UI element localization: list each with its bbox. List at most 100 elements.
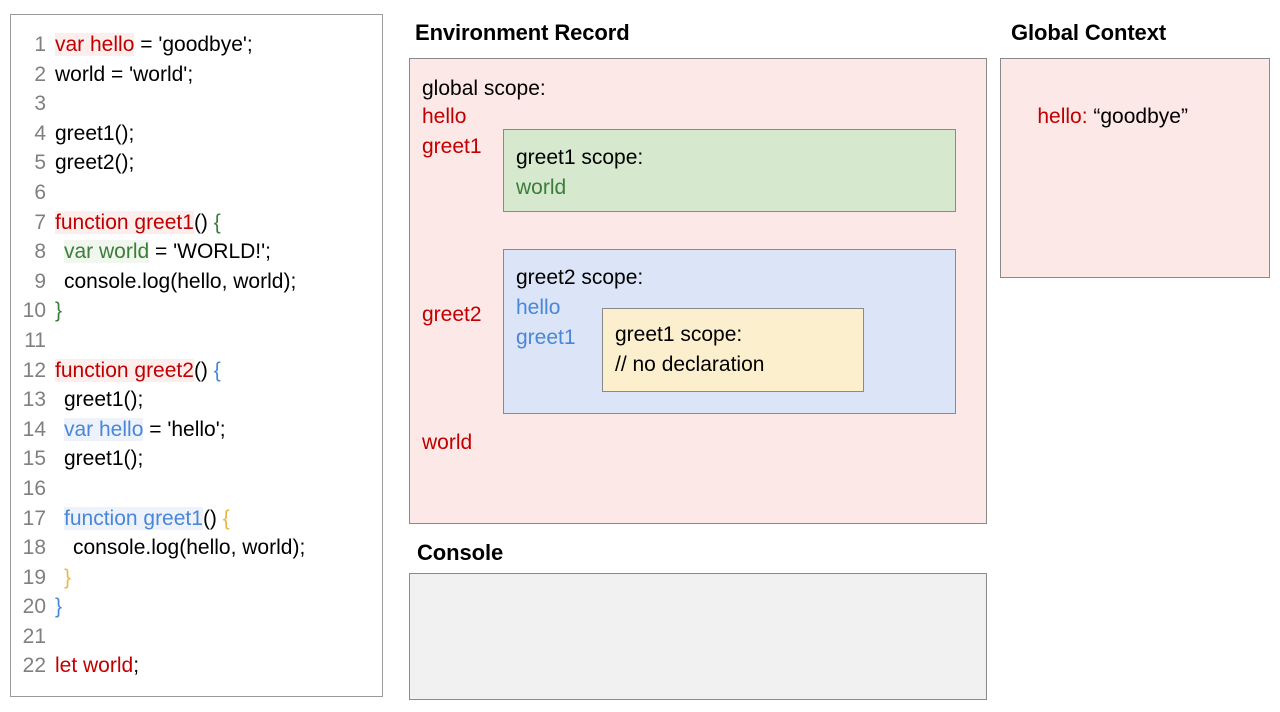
- greet1-nested-scope-heading: greet1 scope:: [615, 323, 743, 346]
- code-line-number: 8: [34, 240, 46, 264]
- code-line-text: }: [55, 592, 62, 622]
- code-line[interactable]: 16: [11, 474, 382, 504]
- global-binding-world: world: [422, 431, 473, 454]
- global-context-entry-value: “goodbye”: [1087, 105, 1188, 128]
- code-token: var hello: [55, 33, 135, 56]
- code-token: function greet1: [55, 210, 194, 234]
- code-line[interactable]: 20}: [11, 592, 382, 622]
- code-token: var hello: [64, 417, 144, 441]
- greet1-binding-world: world: [516, 176, 567, 199]
- code-line-text: var hello = 'hello';: [55, 415, 226, 445]
- greet2-binding-hello: hello: [516, 296, 561, 319]
- code-line[interactable]: 14 var hello = 'hello';: [11, 415, 382, 445]
- code-line-text: greet2();: [55, 148, 134, 178]
- code-line[interactable]: 8 var world = 'WORLD!';: [11, 237, 382, 267]
- code-line[interactable]: 5 greet2();: [11, 148, 382, 178]
- code-line-number: 12: [22, 358, 46, 382]
- code-token: greet1();: [64, 447, 144, 471]
- code-token: function greet1: [64, 506, 203, 530]
- greet1-scope-box: greet1 scope: world: [503, 129, 956, 212]
- code-token: greet2();: [55, 151, 135, 175]
- code-token: (): [193, 210, 214, 234]
- code-line-number: 3: [34, 92, 46, 116]
- code-line[interactable]: 2 world = 'world';: [11, 60, 382, 90]
- global-scope-heading: global scope:: [422, 77, 546, 100]
- code-line-number: 7: [34, 210, 46, 234]
- code-token: {: [222, 506, 230, 530]
- greet1-nested-scope-note: // no declaration: [615, 353, 765, 376]
- code-token: {: [213, 358, 221, 382]
- code-line-text: }: [55, 563, 71, 593]
- code-line-number: 6: [34, 180, 46, 204]
- code-line-number: 4: [34, 121, 46, 145]
- environment-record-box: global scope: hello greet1 greet2 world …: [409, 58, 987, 524]
- code-token: }: [55, 299, 63, 323]
- code-token: var world: [64, 240, 150, 264]
- code-line-text: greet1();: [55, 385, 143, 415]
- code-line-text: console.log(hello, world);: [55, 533, 305, 563]
- code-line[interactable]: 9 console.log(hello, world);: [11, 267, 382, 297]
- code-token: world = 'world';: [55, 62, 194, 86]
- console-title: Console: [417, 540, 504, 565]
- code-line[interactable]: 7 function greet1() {: [11, 208, 382, 238]
- greet1-nested-scope-box: greet1 scope: // no declaration: [602, 308, 864, 392]
- code-token: }: [55, 595, 63, 619]
- code-line-text: }: [55, 296, 62, 326]
- greet2-scope-box: greet2 scope: hello greet1 greet1 scope:…: [503, 249, 956, 414]
- code-token: = 'goodbye';: [134, 33, 253, 56]
- greet2-binding-greet1: greet1: [516, 326, 576, 349]
- code-line-text: greet1();: [55, 119, 134, 149]
- code-line-number: 9: [34, 269, 46, 293]
- greet1-scope-heading: greet1 scope:: [516, 146, 644, 169]
- code-line[interactable]: 3: [11, 89, 382, 119]
- code-line-text: function greet1() {: [55, 504, 230, 534]
- code-line[interactable]: 17 function greet1() {: [11, 504, 382, 534]
- code-line-number: 2: [34, 62, 46, 86]
- code-line-number: 20: [22, 595, 46, 619]
- code-token: console.log(hello, world);: [64, 269, 297, 293]
- code-token: }: [64, 565, 72, 589]
- code-token: function greet2: [55, 358, 194, 382]
- global-context-box: hello: “goodbye”: [1000, 58, 1270, 278]
- code-line[interactable]: 19}: [11, 563, 382, 593]
- code-line[interactable]: 11: [11, 326, 382, 356]
- code-line-text: let world;: [55, 651, 139, 681]
- code-line[interactable]: 12 function greet2() {: [11, 356, 382, 386]
- code-token: console.log(hello, world);: [73, 536, 306, 560]
- code-line-number: 14: [22, 417, 46, 441]
- code-line[interactable]: 4 greet1();: [11, 119, 382, 149]
- code-line-number: 17: [22, 506, 46, 530]
- code-token: (): [202, 506, 223, 530]
- code-token: = 'WORLD!';: [149, 240, 271, 264]
- code-line-number: 22: [22, 654, 46, 678]
- code-line-text: console.log(hello, world);: [55, 267, 296, 297]
- code-token: (): [193, 358, 214, 382]
- console-output-box[interactable]: [409, 573, 987, 700]
- code-line-text: function greet2() {: [55, 356, 221, 386]
- code-line[interactable]: 6: [11, 178, 382, 208]
- global-context-entry: hello: “goodbye”: [1014, 75, 1188, 159]
- global-binding-greet1: greet1: [422, 135, 482, 158]
- code-line-text: function greet1() {: [55, 208, 221, 238]
- code-line[interactable]: 21: [11, 622, 382, 652]
- code-line-number: 10: [22, 299, 46, 323]
- code-token: = 'hello';: [143, 417, 226, 441]
- code-line-text: var world = 'WORLD!';: [55, 237, 271, 267]
- code-line[interactable]: 22 let world;: [11, 651, 382, 681]
- code-line[interactable]: 10}: [11, 296, 382, 326]
- code-line-number: 5: [34, 151, 46, 175]
- code-token: greet1();: [64, 388, 144, 412]
- global-binding-greet2: greet2: [422, 303, 482, 326]
- global-binding-hello: hello: [422, 105, 467, 128]
- global-context-title: Global Context: [1011, 20, 1167, 45]
- greet2-scope-heading: greet2 scope:: [516, 266, 644, 289]
- code-line-text: greet1();: [55, 444, 143, 474]
- code-line-text: var hello = 'goodbye';: [55, 30, 253, 60]
- code-token: let world: [55, 654, 134, 678]
